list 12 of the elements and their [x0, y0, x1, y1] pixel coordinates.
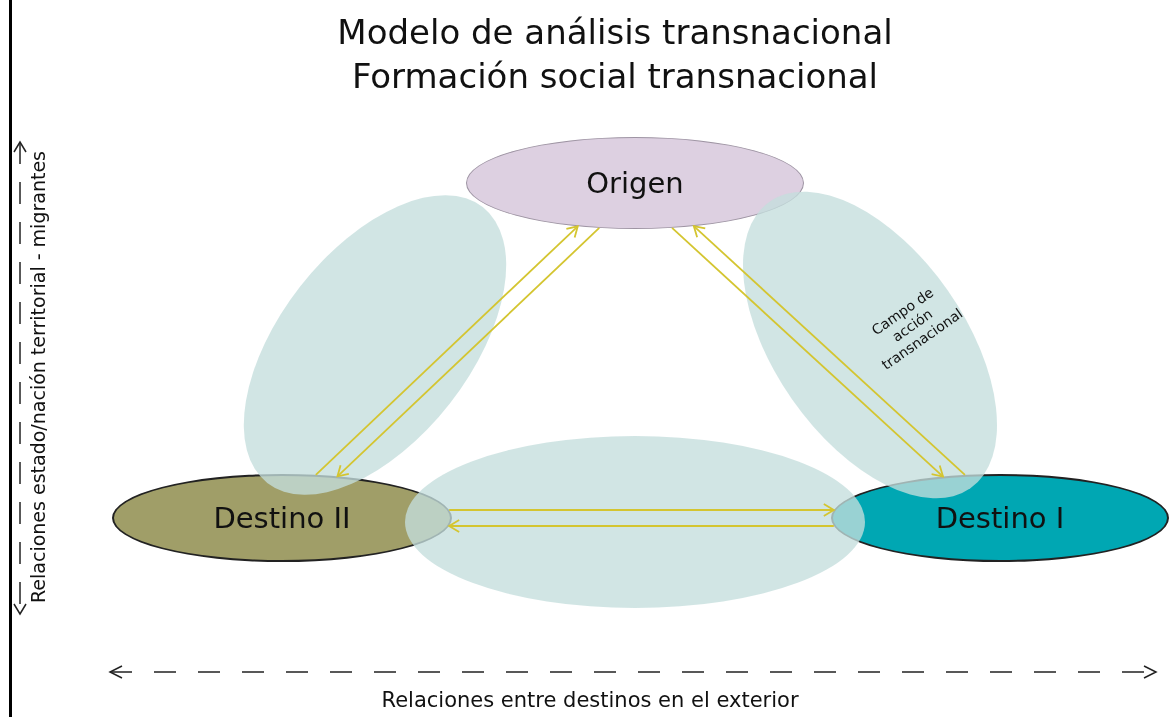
arrow — [692, 225, 966, 476]
arrow — [448, 503, 835, 517]
axis-label: Relaciones entre destinos en el exterior — [380, 688, 800, 712]
node-label: Destino I — [935, 501, 1065, 535]
arrow — [671, 227, 944, 478]
arrow — [314, 225, 579, 476]
axis-label: Relaciones estado/nación territorial - migrantes — [27, 150, 49, 605]
arrow — [336, 227, 601, 478]
node-label: Origen — [586, 166, 684, 200]
arrow — [448, 519, 835, 533]
title: Modelo de análisis transnacional Formación social transnacional — [336, 11, 894, 98]
node-label: Destino II — [213, 501, 351, 535]
